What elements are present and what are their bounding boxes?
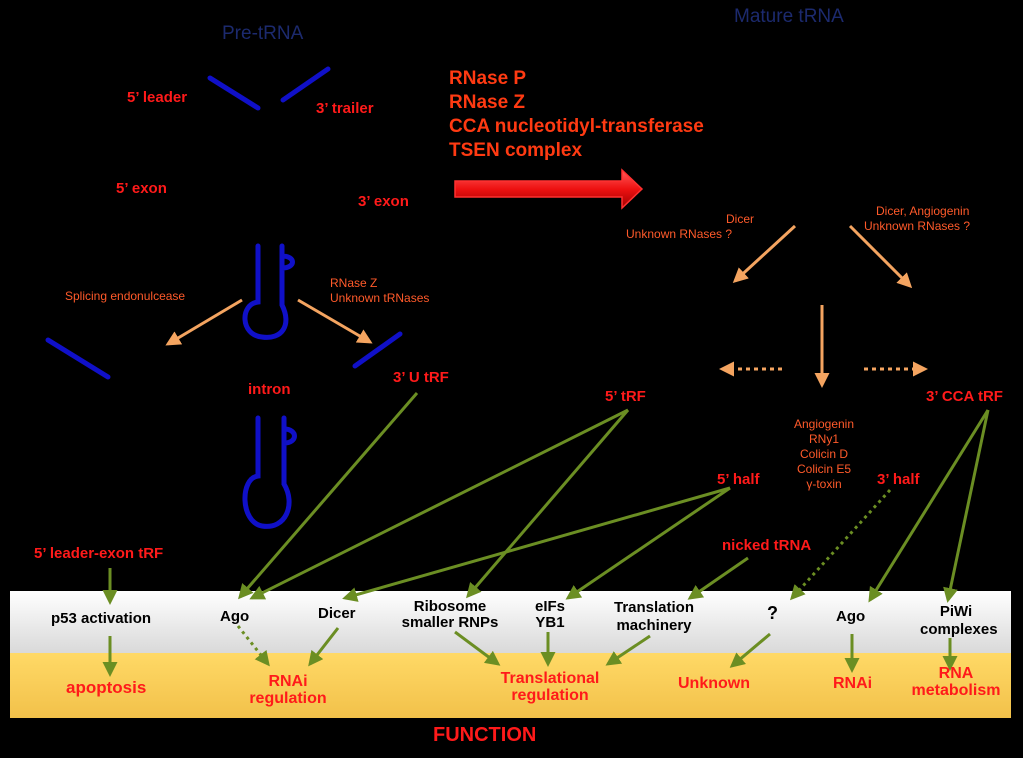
translation-label-2: machinery: [616, 617, 692, 634]
translation-label-1: Translation: [613, 599, 695, 616]
exon3-label: 3’ exon: [358, 193, 409, 210]
trailer-label: 3’ trailer: [316, 100, 374, 117]
rna-metabolism-label-1: RNA: [938, 665, 974, 682]
dicer-label-1: Dicer: [725, 212, 754, 226]
intron-hairpin-top: [242, 243, 295, 340]
exon3-strand: [352, 331, 403, 369]
function-footer: FUNCTION: [433, 724, 537, 746]
nuclease-rny1: RNy1: [808, 432, 839, 446]
nuclease-colicin-d: Colicin D: [799, 447, 848, 461]
arrow-question-unknown: [729, 632, 771, 668]
arrow-5half-eifs: [565, 486, 731, 600]
piwi-label-1: PiWi: [939, 603, 973, 620]
ribosome-label-1: Ribosome: [413, 598, 487, 615]
nuclease-gamma-toxin: γ-toxin: [806, 477, 842, 491]
arrow-nicked-translation: [687, 556, 749, 600]
rna-metabolism-label-2: metabolism: [911, 682, 1001, 699]
dicer-ang-label-1: Dicer, Angiogenin: [876, 204, 970, 218]
arrow-dicer-ang: [848, 224, 913, 289]
dicer-effector-label: Dicer: [318, 605, 356, 622]
arrow-dicer: [732, 224, 797, 284]
effector-band: [10, 591, 1011, 653]
arrow-rnasez: [297, 298, 373, 344]
leader-exon-trf-label: 5’ leader-exon tRF: [34, 545, 164, 562]
ago-label-2: Ago: [836, 608, 866, 625]
arrow-3cca-ago: [868, 409, 990, 603]
enzyme-tsen: TSEN complex: [449, 140, 583, 161]
dicer-label-2: Unknown RNases ?: [626, 227, 733, 241]
arrow-5trf-ribosome: [466, 409, 630, 599]
arrow-5trf-ago: [249, 408, 629, 600]
nuclease-colicin-e5: Colicin E5: [796, 462, 852, 476]
nuclease-list: Angiogenin RNy1 Colicin D Colicin E5 γ-t…: [772, 417, 876, 492]
half5-label: 5’ half: [717, 471, 760, 488]
enzyme-cca: CCA nucleotidyl-transferase: [449, 116, 704, 137]
arrow-ago-rnai-dotted: [236, 625, 270, 667]
processing-arrow: [454, 168, 644, 210]
nuclease-angiogenin: Angiogenin: [793, 417, 855, 431]
orange-arrows: [165, 224, 928, 388]
leader-strand: [207, 75, 261, 111]
translational-regulation-label-1: Translational: [500, 670, 600, 687]
mature-trna-title: Mature tRNA: [734, 6, 844, 27]
trf3cca-label: 3’ CCA tRF: [926, 388, 1003, 405]
rnai-regulation-label-2: regulation: [249, 690, 327, 707]
p53-activation-label: p53 activation: [51, 610, 152, 627]
arrow-5half-dicer: [342, 486, 731, 602]
splicing-label: Splicing endonulcease: [65, 289, 186, 303]
piwi-label-2: complexes: [920, 621, 998, 638]
rnai-function-label: RNAi: [833, 675, 873, 692]
pre-trna-title: Pre-tRNA: [222, 23, 304, 44]
intron-label: intron: [248, 381, 291, 398]
rnasez-label-2: Unknown tRNases: [330, 291, 430, 305]
rnai-regulation-label-1: RNAi: [268, 673, 308, 690]
half3-label: 3’ half: [877, 471, 920, 488]
pre-trna-strands: [45, 66, 403, 529]
leader-label: 5’ leader: [127, 89, 188, 106]
trailer-strand: [280, 66, 331, 103]
arrow-3cca-piwi: [943, 409, 990, 603]
apoptosis-label: apoptosis: [66, 678, 147, 697]
dicer-ang-label-2: Unknown RNases ?: [864, 219, 971, 233]
u-trf-label: 3’ U tRF: [393, 369, 449, 386]
trf5-label: 5’ tRF: [605, 388, 646, 405]
eifs-label-1: eIFs: [534, 598, 565, 615]
nicked-trna-label: nicked tRNA: [722, 537, 812, 554]
ago-label-1: Ago: [220, 608, 250, 625]
rnasez-label-1: RNase Z: [330, 276, 378, 290]
exon5-label: 5’ exon: [116, 180, 167, 197]
arrow-dicer-rnai: [308, 627, 340, 667]
arrow-splicing: [165, 298, 243, 346]
intron-hairpin-bottom: [242, 415, 297, 529]
green-arrows: [102, 392, 990, 677]
arrow-3half-question: [789, 488, 892, 601]
exon5-strand: [45, 337, 111, 380]
eifs-label-2: YB1: [535, 614, 565, 631]
arrow-utrf-ago: [238, 392, 419, 600]
unknown-function-label: Unknown: [678, 675, 750, 692]
enzyme-rnase-p: RNase P: [449, 68, 527, 89]
enzyme-rnase-z: RNase Z: [449, 92, 526, 113]
arrow-translation-transl: [605, 634, 651, 666]
ribosome-label-2: smaller RNPs: [401, 614, 499, 631]
function-band: [10, 653, 1011, 718]
unknown-effector-label: ?: [767, 603, 778, 623]
translational-regulation-label-2: regulation: [511, 687, 589, 704]
arrow-ribosome-transl: [454, 630, 501, 666]
